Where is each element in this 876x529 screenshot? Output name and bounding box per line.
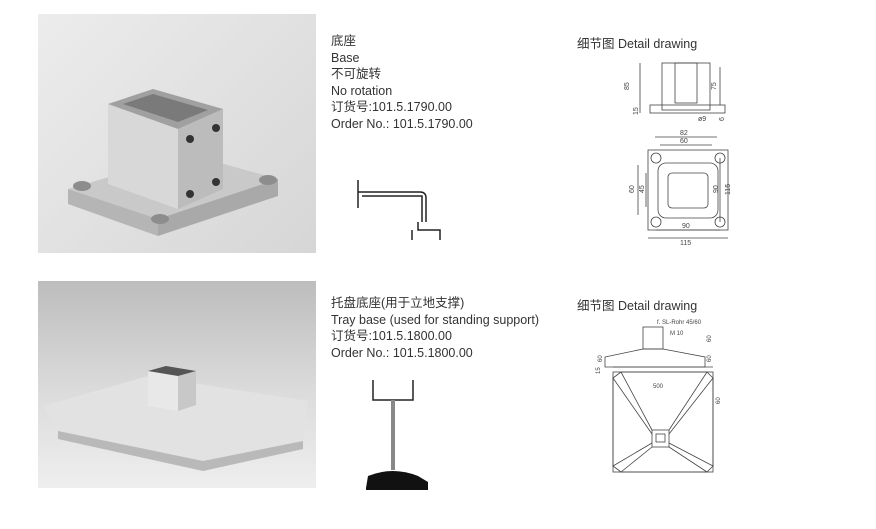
base-illustration <box>68 89 278 236</box>
tray-base-description: 托盘底座(用于立地支撑) Tray base (used for standin… <box>331 295 539 361</box>
order-number-en: Order No.: 101.5.1800.00 <box>331 345 473 360</box>
tray-base-illustration <box>43 366 308 471</box>
base-mount-sketch <box>357 180 441 240</box>
base-detail-drawing: 85 75 15 6 ø9 82 60 60 45 90 115 90 115 <box>624 62 730 245</box>
feature-cn: 不可旋转 <box>331 67 382 81</box>
dim-115: 115 <box>680 240 691 245</box>
tray-stand-sketch <box>366 380 428 490</box>
dim-75: 75 <box>711 82 718 90</box>
feature-en: No rotation <box>331 83 393 98</box>
tray-base-detail-drawing: f. SL-Rohr 45/60 M 10 60 60 60 15 500 60 <box>596 320 722 473</box>
dim-15: 15 <box>633 107 640 115</box>
dim-d9: ø9 <box>698 116 706 123</box>
base-description: 底座 Base 不可旋转 No rotation 订货号:101.5.1790.… <box>331 33 473 132</box>
dim-500: 500 <box>653 384 664 390</box>
dim-60-corner: 60 <box>716 397 722 404</box>
dim-60-a: 60 <box>707 335 713 342</box>
dim-115-v: 115 <box>725 184 730 195</box>
product-name-cn: 托盘底座(用于立地支撑) <box>331 296 465 310</box>
dim-60-v: 60 <box>629 185 636 193</box>
dim-82: 82 <box>680 130 688 137</box>
dim-60: 60 <box>680 138 688 145</box>
product-name-en: Base <box>331 50 360 65</box>
dim-6: 6 <box>719 117 726 121</box>
dim-60-c: 60 <box>598 355 604 362</box>
dim-45: 45 <box>639 185 646 193</box>
dim-85: 85 <box>624 82 631 90</box>
dim-90: 90 <box>682 223 690 230</box>
order-number-cn: 订货号:101.5.1790.00 <box>331 100 452 114</box>
product-name-en: Tray base (used for standing support) <box>331 312 539 327</box>
dim-60-b: 60 <box>707 355 713 362</box>
dim-15: 15 <box>596 367 602 374</box>
base-product-photo <box>38 14 316 253</box>
tray-base-product-photo <box>38 281 316 488</box>
dim-90-v: 90 <box>713 185 720 193</box>
product-name-cn: 底座 <box>331 34 357 48</box>
detail-drawing-label: 细节图 Detail drawing <box>577 299 698 313</box>
detail-drawing-label: 细节图 Detail drawing <box>577 37 698 51</box>
order-number-cn: 订货号:101.5.1800.00 <box>331 329 452 343</box>
dim-tube: f. SL-Rohr 45/60 <box>657 320 702 326</box>
order-number-en: Order No.: 101.5.1790.00 <box>331 116 473 131</box>
dim-m10: M 10 <box>670 331 684 337</box>
